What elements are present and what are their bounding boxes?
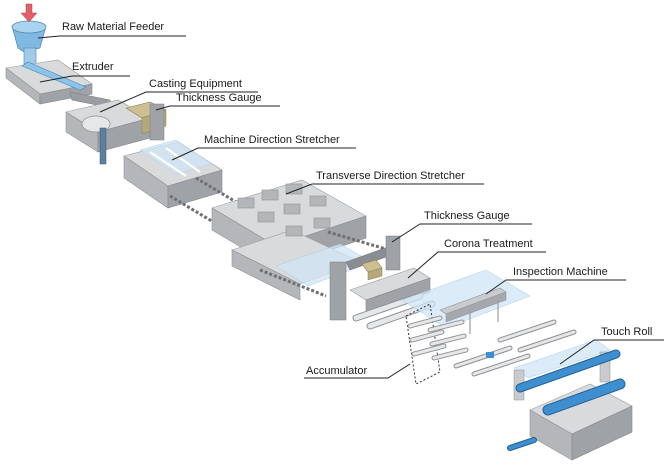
- callout-thickness-gauge-1: Thickness Gauge: [155, 92, 280, 111]
- feed-arrow-icon: [20, 3, 38, 23]
- callout-extruder: Extruder: [39, 61, 130, 83]
- label-transverse-direction-stretcher: Transverse Direction Stretcher: [316, 170, 465, 182]
- label-thickness-gauge-1: Thickness Gauge: [176, 92, 262, 104]
- raw-material-feeder: [11, 3, 47, 65]
- thickness-gauge-2: [329, 235, 401, 321]
- label-corona-treatment: Corona Treatment: [444, 238, 533, 250]
- casting-equipment: [65, 99, 151, 165]
- label-inspection-machine: Inspection Machine: [513, 266, 608, 278]
- callout-casting-equipment: Casting Equipment: [99, 78, 258, 113]
- inspection-machine: [439, 287, 507, 334]
- label-thickness-gauge-2: Thickness Gauge: [424, 210, 510, 222]
- winder: [507, 339, 633, 461]
- label-casting-equipment: Casting Equipment: [149, 78, 242, 90]
- machine-direction-stretcher: [123, 139, 223, 209]
- label-machine-direction-stretcher: Machine Direction Stretcher: [204, 134, 340, 146]
- label-extruder: Extruder: [72, 61, 114, 73]
- callout-touch-roll: Touch Roll: [559, 326, 664, 365]
- thickness-gauge-1: [125, 101, 167, 141]
- callout-md-stretcher: Machine Direction Stretcher: [171, 134, 356, 161]
- callout-inspection-machine: Inspection Machine: [485, 266, 626, 295]
- callout-raw-material-feeder: Raw Material Feeder: [37, 21, 186, 39]
- label-raw-material-feeder: Raw Material Feeder: [62, 21, 164, 33]
- callout-accumulator: Accumulator: [304, 363, 411, 379]
- idler-rolls: [453, 319, 577, 377]
- extruder: [5, 59, 113, 109]
- callout-td-stretcher: Transverse Direction Stretcher: [285, 170, 484, 195]
- callout-corona-treatment: Corona Treatment: [407, 238, 546, 279]
- accumulator: [405, 303, 469, 385]
- transverse-direction-stretcher: [211, 179, 373, 301]
- label-touch-roll: Touch Roll: [601, 326, 652, 338]
- label-accumulator: Accumulator: [306, 365, 367, 377]
- callout-thickness-gauge-2: Thickness Gauge: [391, 210, 532, 243]
